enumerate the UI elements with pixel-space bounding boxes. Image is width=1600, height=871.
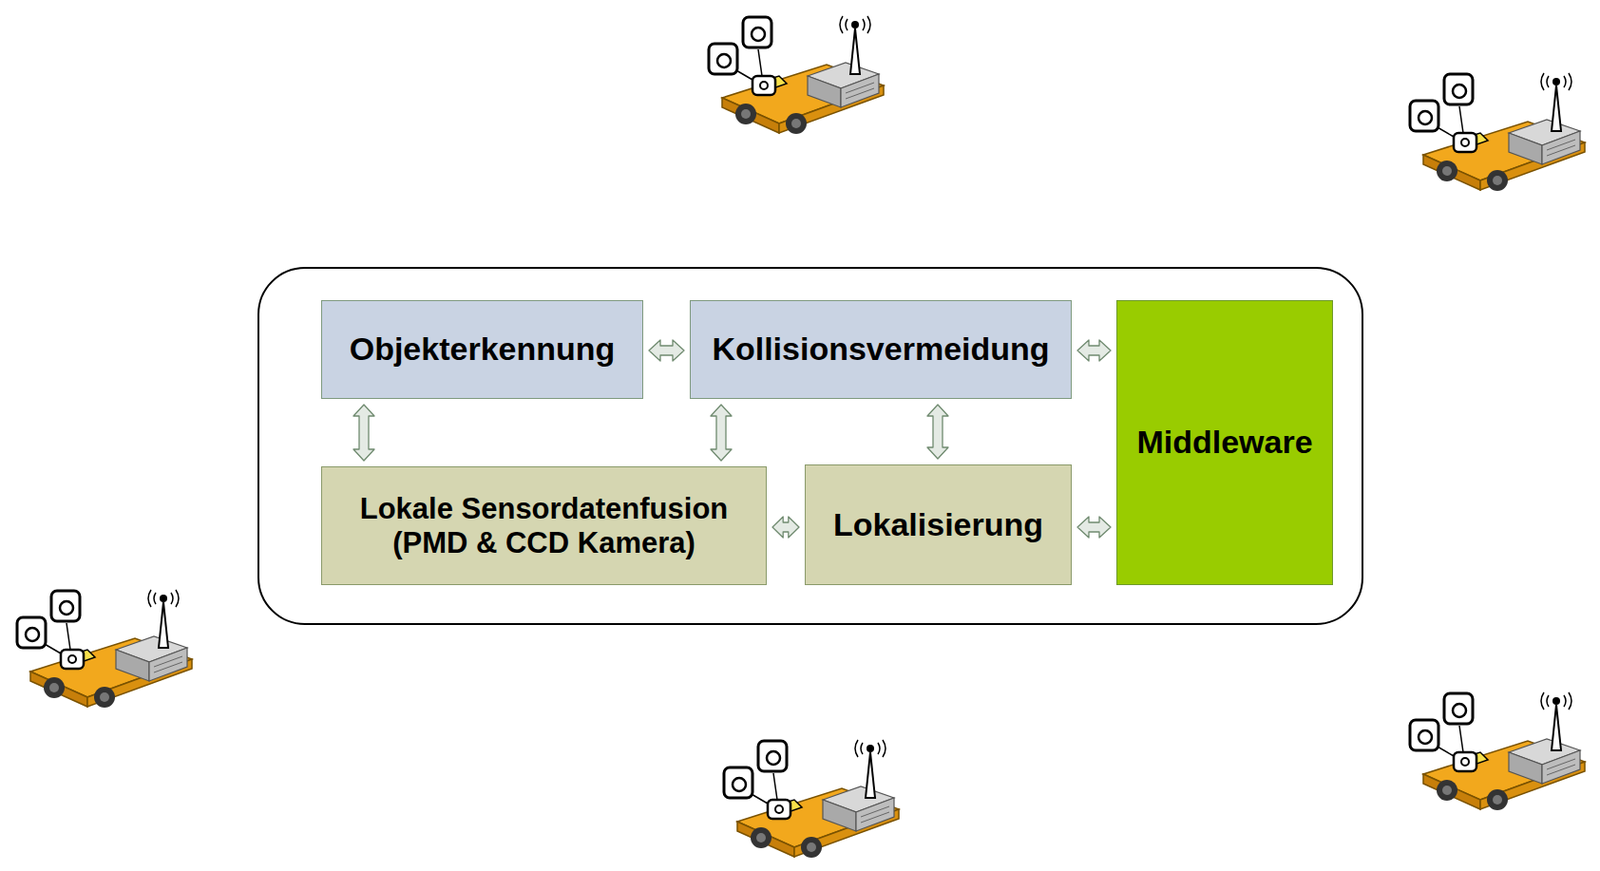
node-label: Objekterkennung [342, 330, 624, 368]
robot-icon [723, 740, 899, 858]
node-label: Middleware [1128, 423, 1320, 461]
node-label: Lokale Sensordatenfusion (PMD & CCD Kame… [322, 492, 766, 560]
double-arrow [927, 404, 949, 459]
node-label: Lokalisierung [825, 506, 1051, 544]
robot-icon [1409, 73, 1585, 191]
process-box: Lokalisierung [804, 464, 1072, 586]
double-arrow [353, 404, 375, 461]
double-arrow [1077, 340, 1111, 362]
node-label: Kollisionsvermeidung [704, 330, 1057, 368]
double-arrow [772, 516, 800, 538]
process-box: Lokale Sensordatenfusion (PMD & CCD Kame… [321, 466, 767, 586]
process-box: Kollisionsvermeidung [689, 300, 1072, 400]
robot-icon [708, 16, 884, 134]
double-arrow [648, 340, 685, 362]
middleware-box: Middleware [1116, 300, 1334, 586]
robot-icon [1409, 692, 1585, 811]
robot-icon [17, 590, 192, 708]
double-arrow [1077, 516, 1111, 538]
process-box: Objekterkennung [321, 300, 644, 400]
double-arrow [710, 404, 732, 461]
